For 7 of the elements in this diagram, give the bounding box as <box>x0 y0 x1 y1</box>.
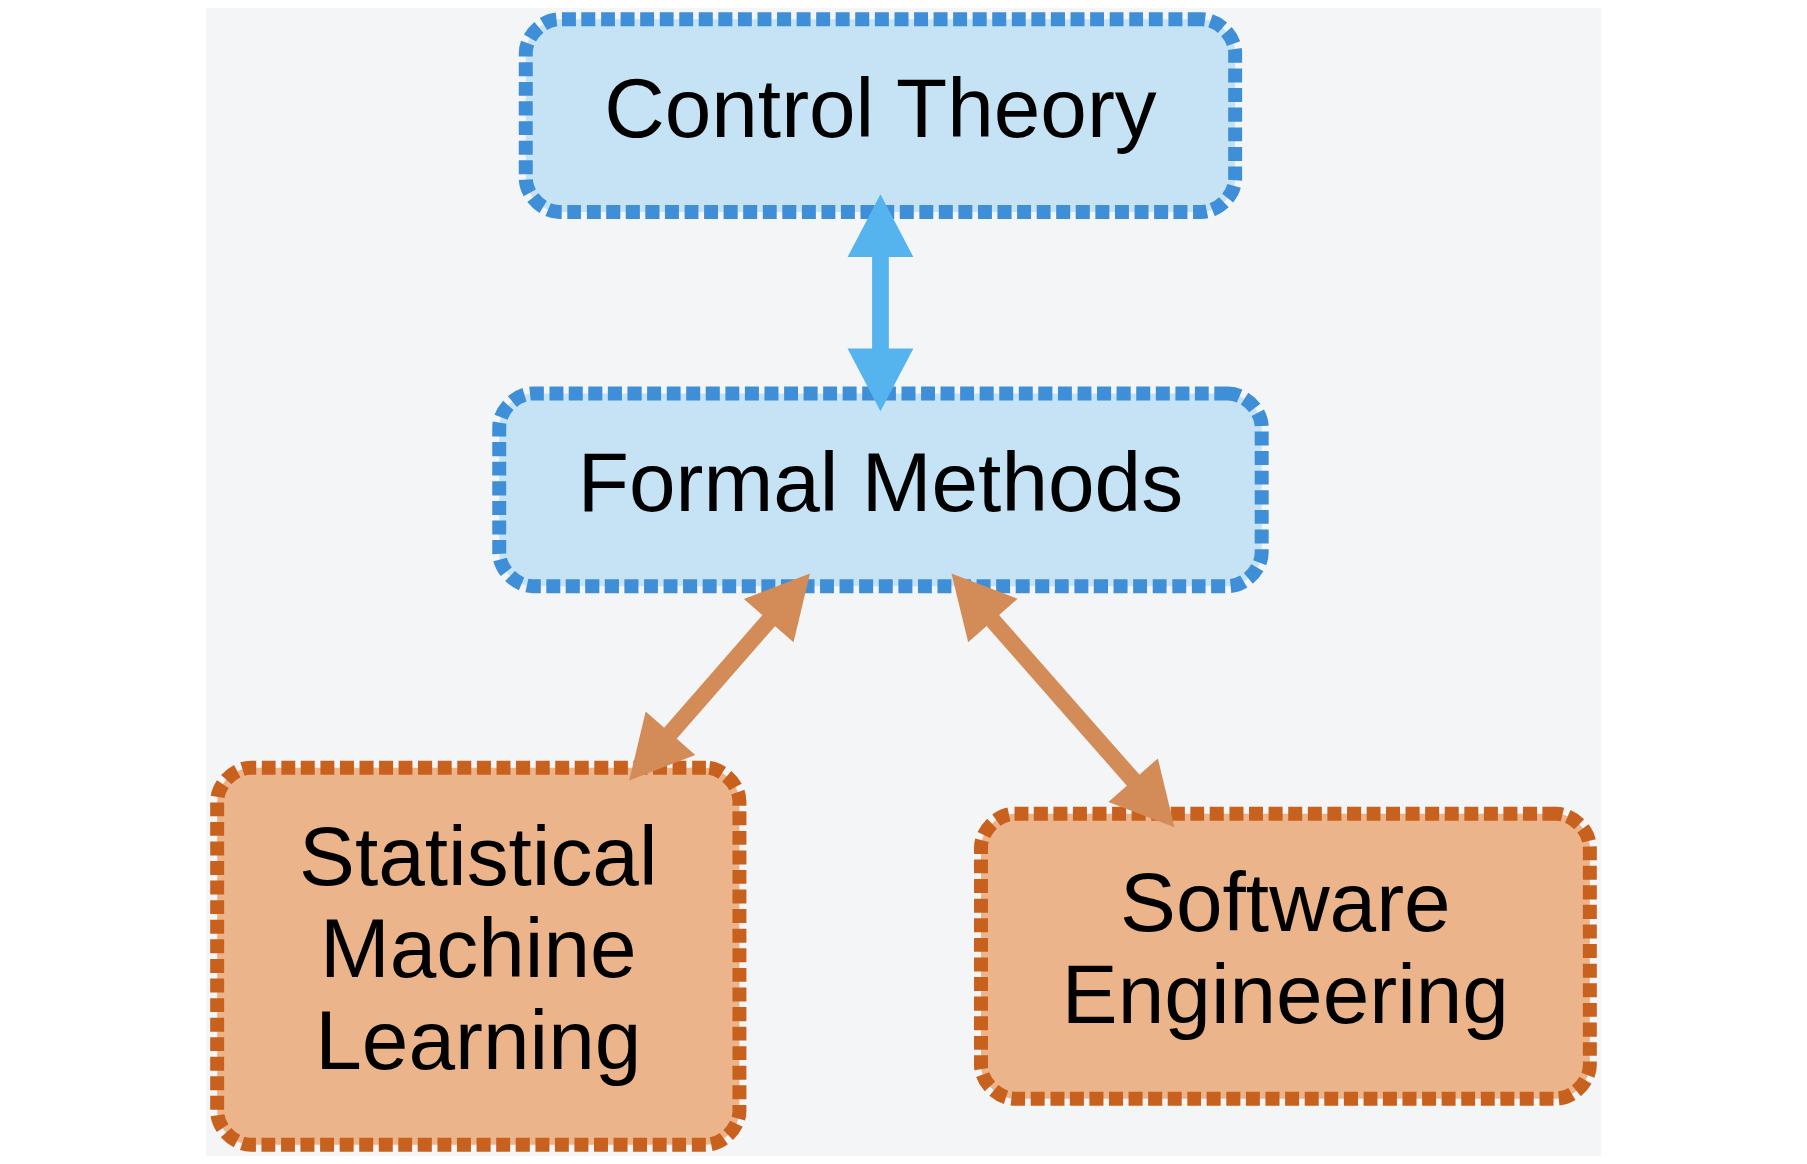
node-box: Formal Methods <box>492 386 1269 594</box>
node-box: Control Theory <box>518 12 1243 219</box>
node-box: Software Engineering <box>974 806 1597 1106</box>
node-box: Statistical Machine Learning <box>210 760 747 1152</box>
arrow <box>847 194 914 412</box>
arrow <box>629 573 810 781</box>
arrow <box>951 573 1175 828</box>
